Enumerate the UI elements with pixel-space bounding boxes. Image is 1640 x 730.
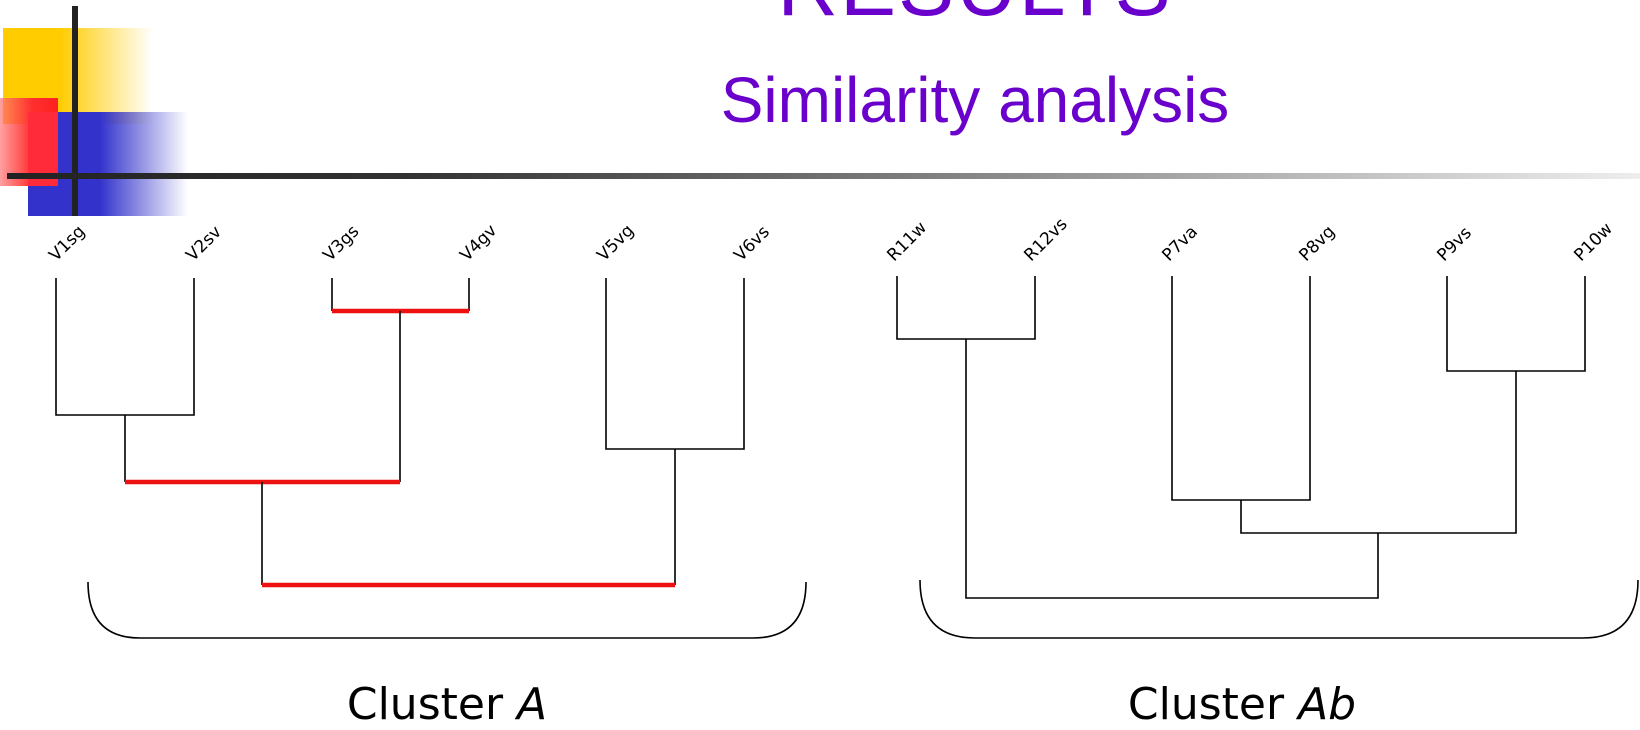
slide-title: RESULTS — [0, 0, 1640, 34]
leaf-label: P7va — [1158, 222, 1202, 266]
leaf-label: V3gs — [319, 222, 363, 266]
branch-stems-12-34 — [124, 311, 401, 482]
leaf-label: V4gv — [456, 221, 501, 266]
branch-v1-v2 — [55, 278, 195, 416]
slide-subtitle: Similarity analysis — [720, 64, 1230, 136]
branch-p7-p8 — [1171, 276, 1311, 501]
branch-r11-r12 — [896, 276, 1036, 340]
decor-vertical-rule — [72, 6, 78, 216]
leaf-label: V6vs — [730, 222, 773, 265]
branch-root-ab — [965, 339, 1379, 599]
leaf-label: V1sg — [45, 222, 89, 266]
leaf-label: P9vs — [1433, 223, 1476, 266]
cluster-ab-brace — [919, 579, 1639, 639]
cluster-ab-name: Ab — [1298, 679, 1357, 730]
cluster-a-prefix: Cluster — [346, 679, 518, 730]
cluster-a-label: Cluster A — [247, 680, 647, 730]
branch-root-stems — [261, 449, 676, 585]
cluster-ab-label: Cluster Ab — [1042, 680, 1442, 730]
branch-v3-v4-stems — [331, 278, 470, 311]
branch-v5-v6 — [605, 278, 745, 450]
leaf-label: R12vs — [1020, 214, 1071, 265]
dendrogram-ab: R11w R12vs P7va P8vg P9vs P10w — [883, 214, 1639, 639]
dendrogram-a: V1sg V2sv V3gs V4gv V5vg V6vs — [45, 221, 807, 639]
cluster-ab-prefix: Cluster — [1127, 679, 1299, 730]
cluster-a-brace — [87, 581, 807, 639]
leaf-label: P8vg — [1295, 222, 1339, 266]
cluster-a-name: A — [517, 679, 548, 730]
leaf-label: P10w — [1570, 219, 1617, 266]
branch-p78-p910 — [1240, 371, 1517, 534]
leaf-label: R11w — [883, 218, 931, 266]
leaf-label: V2sv — [182, 222, 225, 265]
branch-p9-p10 — [1446, 276, 1586, 372]
title-divider — [7, 173, 1640, 179]
leaf-label: V5vg — [593, 221, 638, 266]
